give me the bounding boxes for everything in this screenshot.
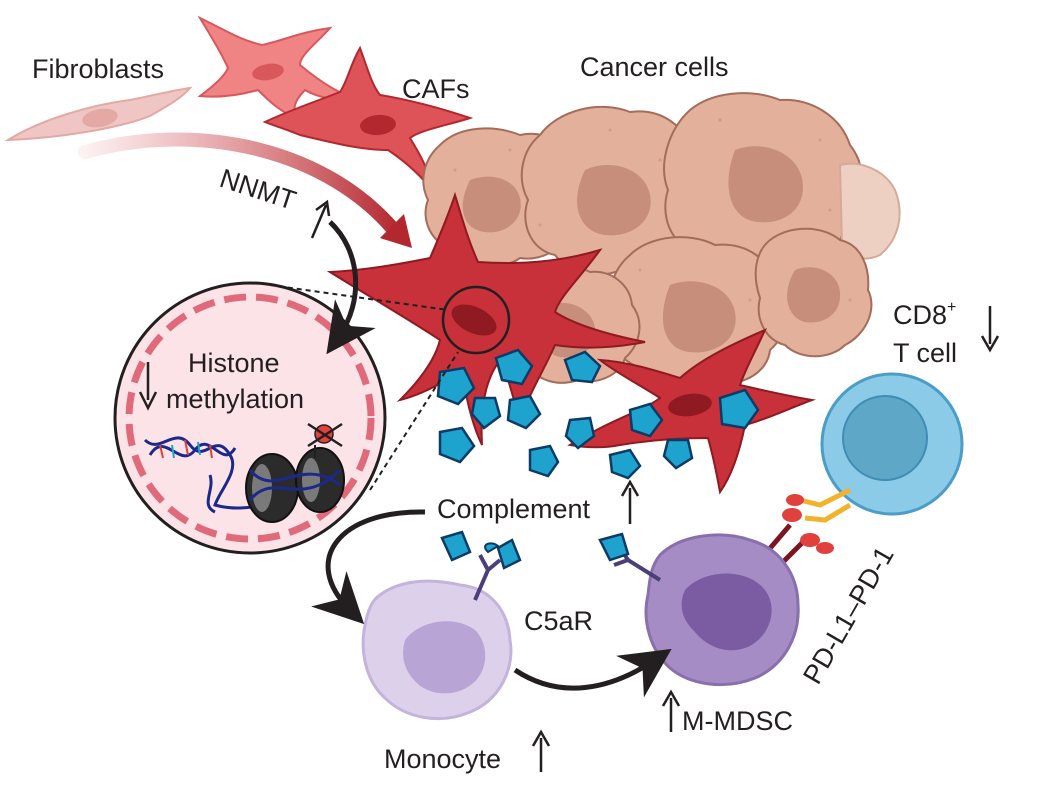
complement-molecules [436,348,760,480]
complement-label: Complement [437,494,591,524]
monocyte-label: Monocyte [384,744,501,774]
nnmt-arrow [326,220,376,355]
nucleosome-icon [245,447,345,523]
cd8-superscript: + [947,299,956,316]
cd8-label: CD8+ [893,299,956,330]
cancer-cell [520,105,705,276]
m-mdsc-label: M-MDSC [682,706,793,736]
down-arrow-icon [138,362,158,411]
fibroblast-cell [4,86,193,142]
down-arrow-icon [980,306,1000,353]
monocyte-cell [361,579,513,720]
caf-cell-right [567,328,816,495]
activation-arrow [78,132,405,242]
nnmt-label: NNMT [216,163,299,216]
zoom-line [369,351,459,491]
methylation-label: methylation [166,384,304,414]
fibroblasts-label: Fibroblasts [32,54,164,84]
activation-arrowhead [380,214,412,248]
caf-cell-main [326,191,646,446]
cafs-label: CAFs [402,74,470,104]
inhibited-methyl-icon [307,422,343,458]
c5ar-label: C5aR [524,606,593,636]
complement-to-monocyte-arrow [311,509,426,625]
c5ar-receptor-icon [473,542,502,601]
zoom-line [269,284,449,311]
pd1-receptor-icon [799,487,852,523]
dna-icon [143,436,263,514]
t-cell [820,372,964,516]
up-arrow-icon [531,729,551,772]
t-cell-label: T cell [893,338,957,368]
complement-fragments [440,530,630,570]
up-arrow-icon [661,689,681,732]
pdl1-pd1-label: PD-L1–PD-1 [797,541,900,689]
caf-cell-middle [262,45,474,188]
cancer-cells-label: Cancer cells [580,52,729,82]
monocyte-to-mdsc-arrow [513,648,672,698]
histone-label: Histone [188,348,280,378]
up-arrow-icon [310,199,331,239]
cancer-cell [754,227,873,358]
m-mdsc-cell [644,533,800,687]
cd8-text: CD8 [893,300,947,330]
up-arrow-icon [620,479,640,524]
caf-cell-top [197,15,361,121]
zoom-circle [441,285,511,355]
